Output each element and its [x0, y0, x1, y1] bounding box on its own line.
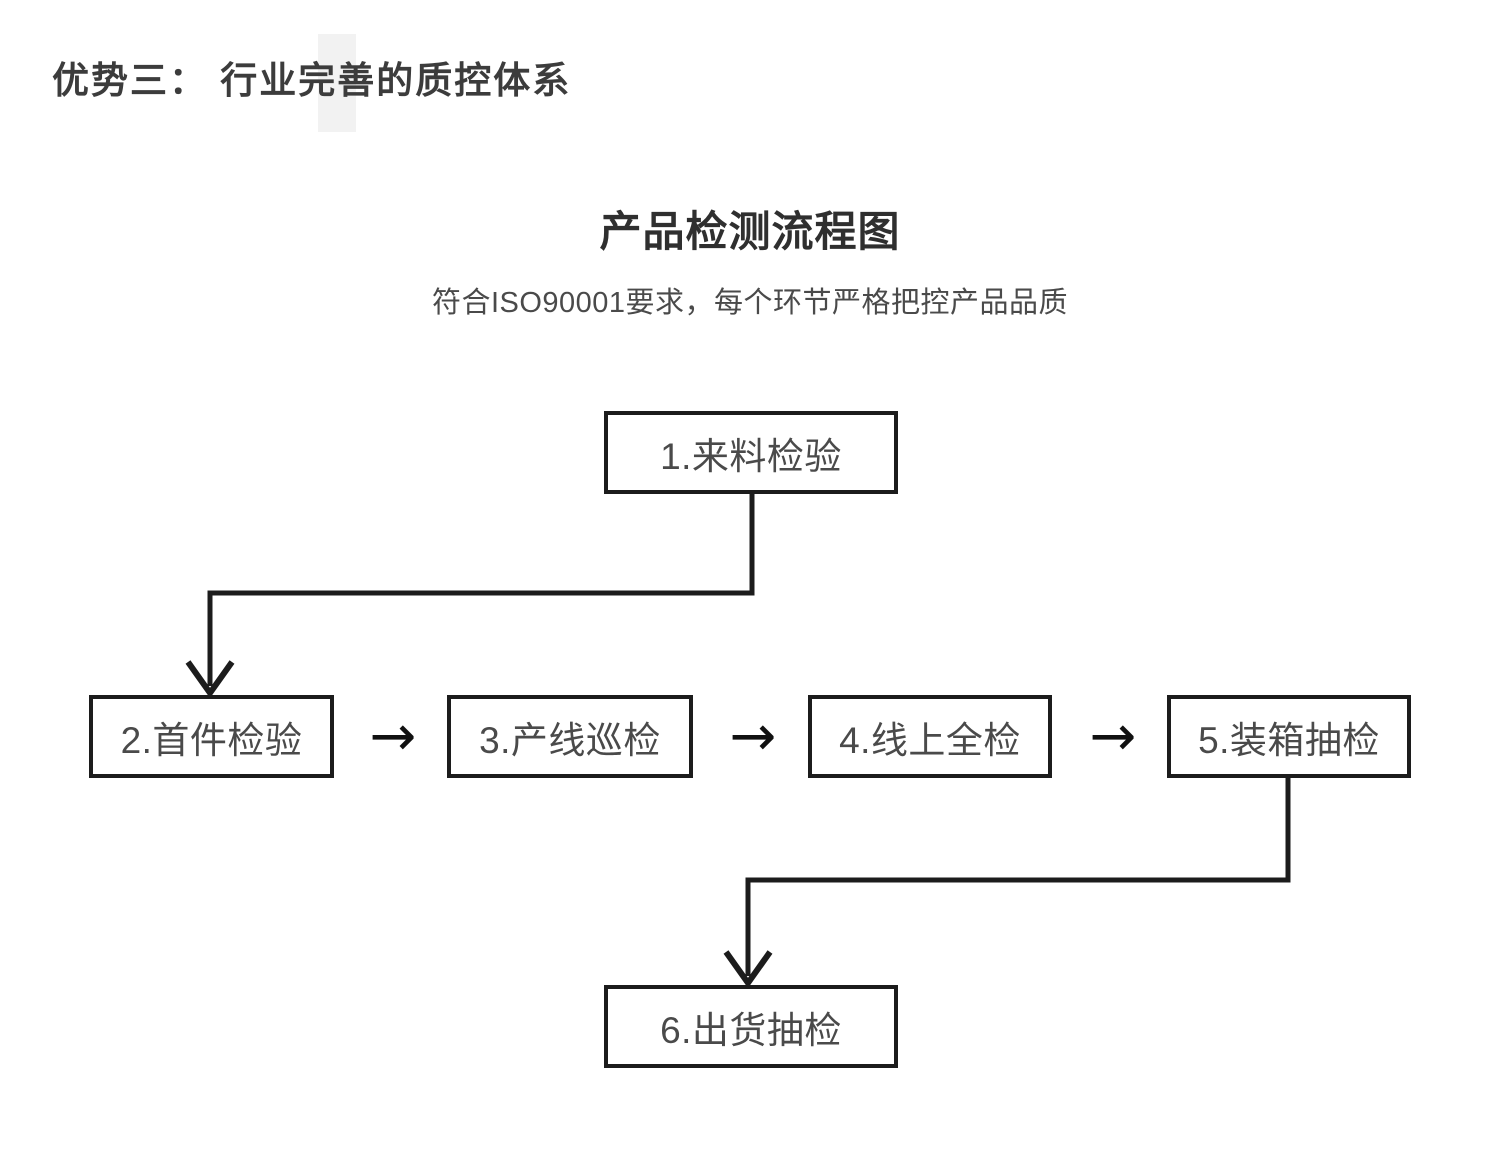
- connector-node5-to-node6: [745, 778, 1291, 976]
- heading-background-artifact: [318, 34, 356, 132]
- page-title: 优势三： 行业完善的质控体系: [52, 60, 572, 101]
- flow-node-5[interactable]: 5.装箱抽检: [1167, 695, 1411, 778]
- flowchart-title: 产品检测流程图: [599, 208, 901, 255]
- right-arrow-icon-3-to-4: →: [729, 704, 777, 769]
- flowchart-subtitle: 符合ISO90001要求，每个环节严格把控产品品质: [431, 287, 1069, 319]
- arrowhead-node6: [723, 950, 773, 989]
- flow-node-4[interactable]: 4.线上全检: [808, 695, 1052, 778]
- flow-node-4-label: 4.线上全检: [839, 719, 1021, 761]
- flow-node-3[interactable]: 3.产线巡检: [447, 695, 693, 778]
- flow-node-6-label: 6.出货抽检: [660, 1009, 842, 1051]
- flow-node-2[interactable]: 2.首件检验: [89, 695, 334, 778]
- flow-node-1-label: 1.来料检验: [660, 435, 842, 477]
- flow-node-3-label: 3.产线巡检: [479, 719, 661, 761]
- flow-node-6[interactable]: 6.出货抽检: [604, 985, 898, 1068]
- connector-node1-to-node2: [207, 494, 755, 686]
- arrowhead-node2: [185, 660, 235, 699]
- flow-node-2-label: 2.首件检验: [120, 719, 303, 761]
- flow-node-5-label: 5.装箱抽检: [1198, 719, 1380, 761]
- flow-node-1[interactable]: 1.来料检验: [604, 411, 898, 494]
- right-arrow-icon-4-to-5: →: [1089, 704, 1137, 769]
- right-arrow-icon-2-to-3: →: [369, 704, 417, 769]
